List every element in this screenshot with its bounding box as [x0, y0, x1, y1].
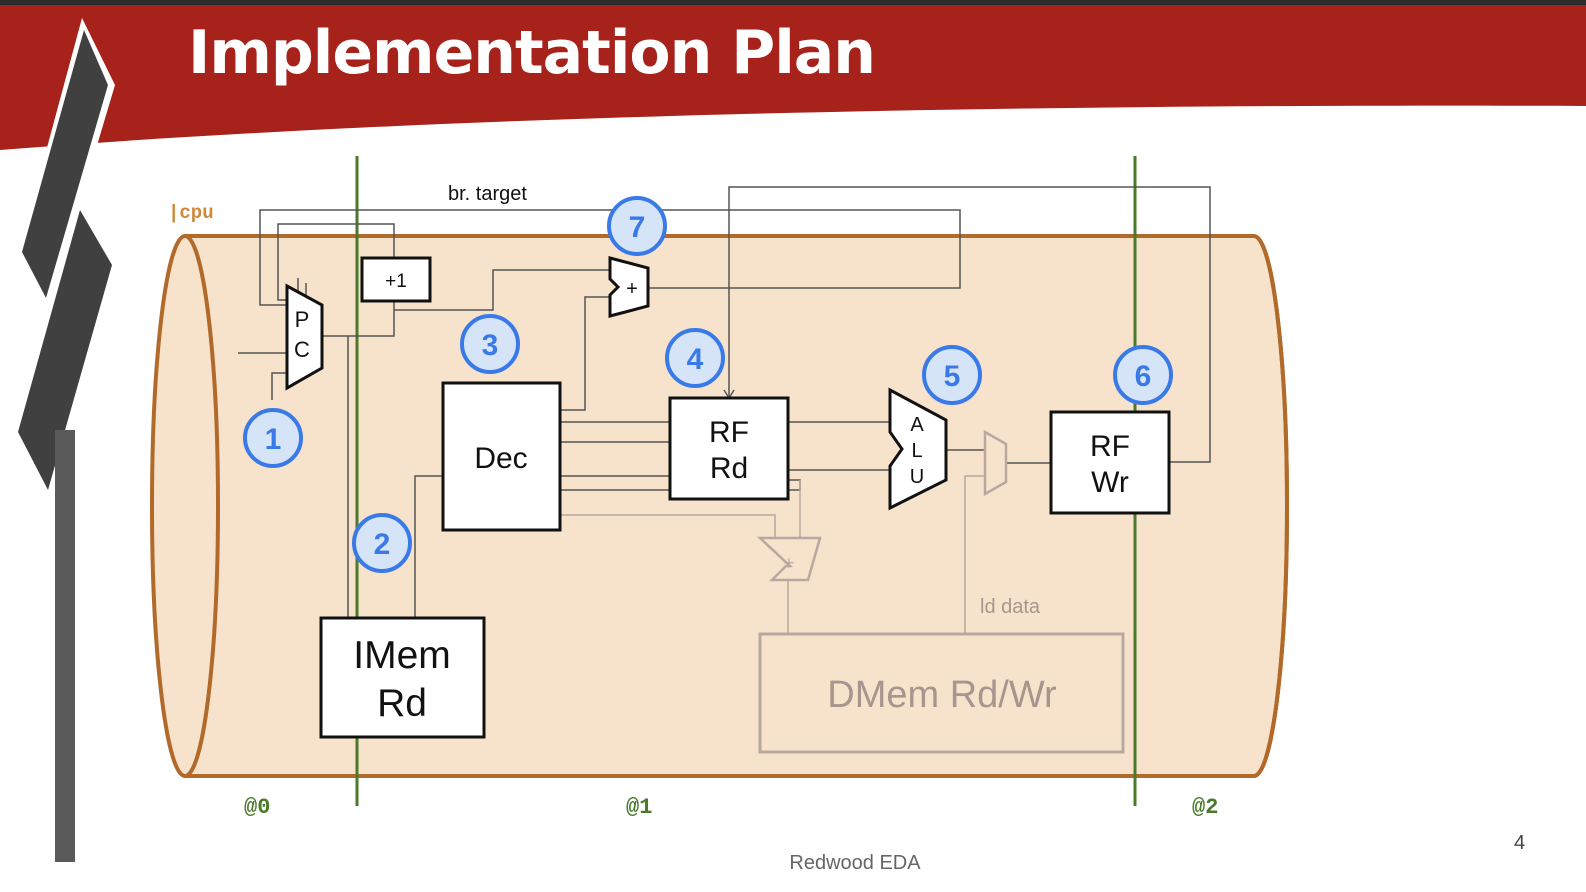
dmem-wires	[560, 475, 985, 634]
alu-label-a: A	[910, 414, 924, 436]
step-marker-4-text: 4	[687, 343, 704, 376]
step-marker-3: 3	[460, 314, 520, 374]
step-marker-6-text: 6	[1135, 360, 1152, 393]
pipeline-label: |cpu	[168, 202, 214, 224]
rf-read-block: RF Rd	[668, 396, 790, 501]
rf-write-label-2: Wr	[1091, 466, 1129, 499]
step-marker-5: 5	[922, 345, 982, 405]
decode-label: Dec	[474, 442, 527, 475]
title-banner	[0, 5, 1586, 150]
step-marker-4: 4	[665, 328, 725, 388]
alu-label-u: U	[910, 466, 924, 488]
alu-block: A L U	[888, 387, 948, 511]
address-adder-label: +	[784, 553, 795, 573]
rf-write-block: RF Wr	[1049, 410, 1171, 515]
footer-text: Redwood EDA	[789, 852, 921, 874]
branch-target-label: br. target	[448, 183, 527, 205]
increment-label: +1	[385, 271, 407, 292]
alu-label-l: L	[911, 440, 922, 462]
increment-block: +1	[360, 256, 432, 303]
rf-read-label-2: Rd	[710, 452, 748, 485]
step-marker-2-text: 2	[374, 528, 391, 561]
imem-label-1: IMem	[353, 634, 451, 677]
imem-label-2: Rd	[377, 682, 427, 725]
branch-target-adder: +	[608, 256, 650, 318]
step-marker-7: 7	[607, 196, 667, 256]
top-border	[0, 0, 1586, 5]
pc-mux: P C	[285, 283, 324, 391]
load-data-label: ld data	[980, 596, 1041, 618]
rf-write-label-1: RF	[1090, 430, 1130, 463]
stage-label-1: @1	[626, 795, 652, 820]
address-adder: +	[756, 536, 822, 582]
step-marker-7-text: 7	[629, 211, 646, 244]
stage-label-0: @0	[244, 795, 270, 820]
branch-adder-label: +	[626, 278, 638, 300]
step-marker-3-text: 3	[482, 329, 499, 362]
step-marker-1: 1	[243, 408, 303, 468]
pc-label-c: C	[294, 337, 310, 362]
imem-block: IMem Rd	[319, 616, 486, 739]
pc-label-p: P	[295, 307, 310, 332]
dmem-block: DMem Rd/Wr	[758, 632, 1125, 754]
page-number: 4	[1514, 832, 1526, 854]
redwood-logo	[18, 18, 115, 862]
step-marker-1-text: 1	[265, 423, 282, 456]
rf-read-label-1: RF	[709, 416, 749, 449]
step-marker-5-text: 5	[944, 360, 961, 393]
writeback-mux	[983, 429, 1008, 497]
slide-title: Implementation Plan	[188, 18, 876, 88]
stage-label-2: @2	[1192, 795, 1218, 820]
step-marker-6: 6	[1113, 345, 1173, 405]
dmem-label: DMem Rd/Wr	[827, 674, 1057, 716]
decode-block: Dec	[441, 381, 562, 532]
step-marker-2: 2	[352, 513, 412, 573]
